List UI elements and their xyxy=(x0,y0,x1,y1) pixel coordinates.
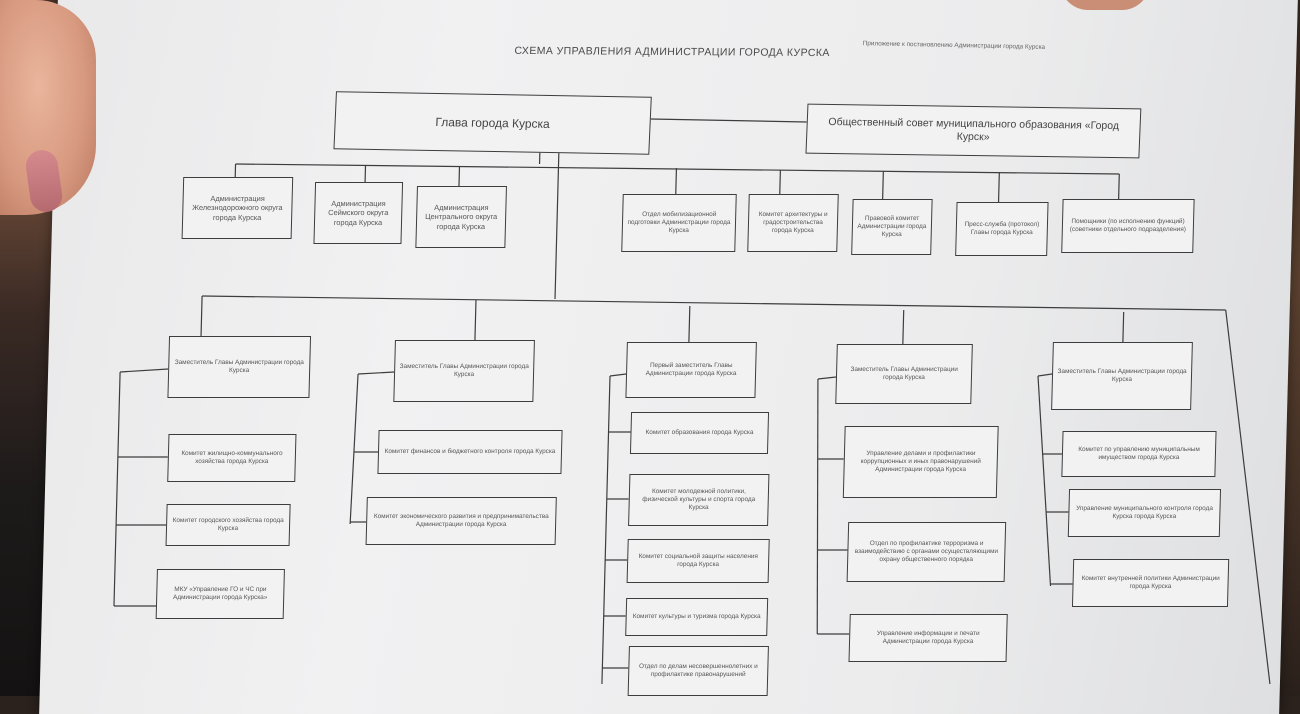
document-title: СХЕМА УПРАВЛЕНИЯ АДМИНИСТРАЦИИ ГОРОДА КУ… xyxy=(514,45,830,59)
unit-box-civil-defense: МКУ «Управление ГО и ЧС при Администраци… xyxy=(156,569,285,619)
unit-box-education: Комитет образования города Курска xyxy=(630,412,769,454)
unit-box-juvenile-affairs: Отдел по делам несовершеннолетних и проф… xyxy=(628,646,769,696)
deputy-box-1: Заместитель Главы Администрации города К… xyxy=(167,336,311,398)
unit-box-information-press: Управление информации и печати Администр… xyxy=(849,614,1008,662)
deputy-box-5: Заместитель Главы Администрации города К… xyxy=(1051,342,1193,410)
unit-box-municipal-control: Управление муниципального контроля город… xyxy=(1068,489,1221,537)
deputy-box-4: Заместитель Главы Администрации города К… xyxy=(835,344,973,404)
unit-box-youth-sport: Комитет молодежной политики, физической … xyxy=(628,474,769,526)
unit-box-social-protection: Комитет социальной защиты населения горо… xyxy=(627,539,770,583)
deputy-box-2: Заместитель Главы Администрации города К… xyxy=(393,340,535,402)
unit-box-finance: Комитет финансов и бюджетного контроля г… xyxy=(377,430,562,474)
district-box-seymsky: Администрация Сеймского округа города Ку… xyxy=(313,182,403,244)
direct-box-architecture: Комитет архитектуры и градостроительства… xyxy=(747,194,839,252)
public-council-box: Общественный совет муниципального образо… xyxy=(805,104,1141,159)
unit-box-property-management: Комитет по управлению муниципальным имущ… xyxy=(1061,431,1216,477)
direct-box-press: Пресс-служба (протокол) Главы города Кур… xyxy=(955,202,1048,256)
district-box-zheleznodorozhny: Администрация Железнодорожного округа го… xyxy=(182,177,294,239)
unit-box-housing: Комитет жилищно-коммунального хозяйства … xyxy=(167,434,296,482)
org-chart-paper: Приложение к постановлению Администрации… xyxy=(39,0,1298,714)
direct-box-legal: Правовой комитет Администрации города Ку… xyxy=(851,199,932,255)
unit-box-internal-policy: Комитет внутренней политики Администраци… xyxy=(1072,559,1229,607)
unit-box-culture-tourism: Комитет культуры и туризма города Курска xyxy=(625,598,768,636)
head-of-city-box: Глава города Курска xyxy=(333,91,651,155)
direct-box-assistants: Помощники (по исполнению функций) (совет… xyxy=(1061,199,1194,253)
unit-box-administration-affairs: Управление делами и профилактики коррупц… xyxy=(843,426,999,498)
district-box-central: Администрация Центрального округа города… xyxy=(415,186,507,248)
direct-box-mobilization: Отдел мобилизационной подготовки Админис… xyxy=(621,194,737,252)
unit-box-terrorism-prevention: Отдел по профилактике терроризма и взаим… xyxy=(847,522,1007,582)
unit-box-economic-development: Комитет экономического развития и предпр… xyxy=(366,497,557,545)
deputy-box-first: Первый заместитель Главы Администрации г… xyxy=(625,342,756,398)
unit-box-city-economy: Комитет городского хозяйства города Курс… xyxy=(166,504,291,546)
